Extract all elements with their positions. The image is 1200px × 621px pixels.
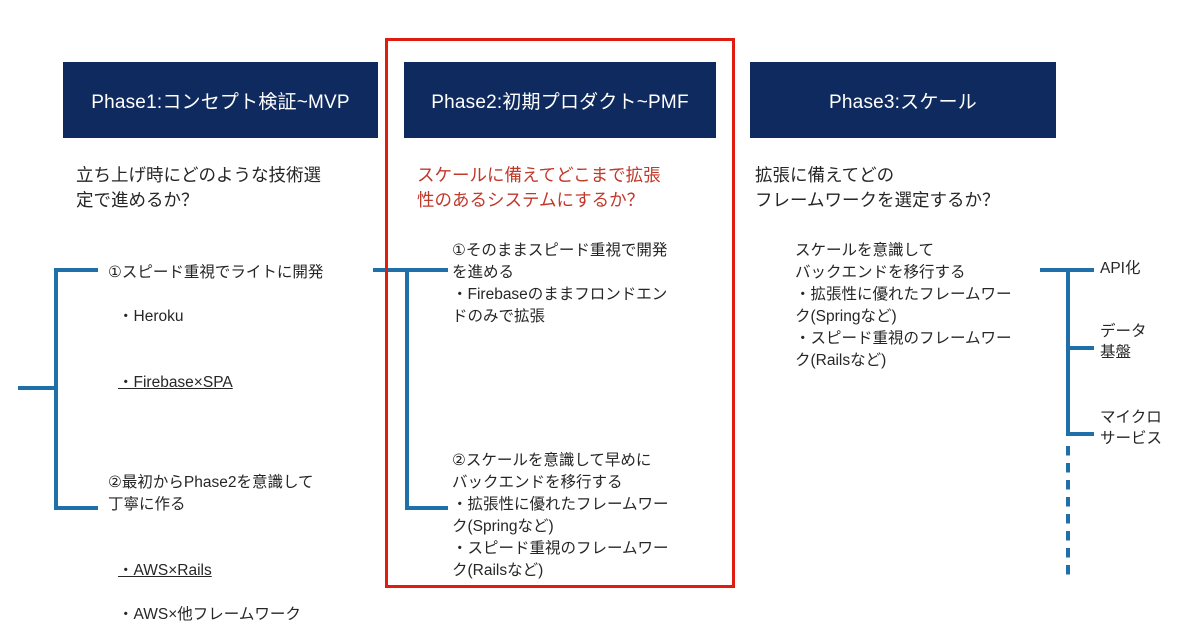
connector-mid-spine [405,268,409,510]
connector-mid-stem [373,268,407,272]
phase1-option-1-bullet-2: ・Firebase×SPA [108,350,393,394]
phase3-header-label: Phase3:スケール [829,91,977,113]
phase1-option-2-bullet-1: ・AWS×Rails [108,538,393,582]
tag-data: データ 基盤 [1100,323,1147,361]
phase1-option-1-bullet-1: ・Heroku [118,308,184,325]
phase2-header: Phase2:初期プロダクト~PMF [404,62,716,138]
phase3-header: Phase3:スケール [750,62,1056,138]
connector-left-top [54,268,98,272]
connector-right-dashed [1066,446,1070,582]
phase1-option-2-bullet-2: ・AWS×他フレームワーク [118,606,301,621]
phase1-option-2-head: ②最初からPhase2を意識して 丁寧に作る [108,474,314,513]
phase1-option-2-bullet-1-text: ・AWS×Rails [118,562,212,579]
connector-mid-top [405,268,448,272]
phase3-option-1: スケールを意識して バックエンドを移行する ・拡張性に優れたフレームワー ク(S… [795,242,1012,369]
phase1-option-1: ①スピード重視でライトに開発 ・Heroku ・Firebase×SPA [108,240,393,416]
tag-api: API化 [1100,260,1141,277]
connector-right-spine [1066,268,1070,436]
phase1-header-label: Phase1:コンセプト検証~MVP [91,91,350,113]
phase1-header: Phase1:コンセプト検証~MVP [63,62,378,138]
phase2-option-2: ②スケールを意識して早めに バックエンドを移行する ・拡張性に優れたフレームワー… [452,452,669,579]
phase1-question: 立ち上げ時にどのような技術選 定で進めるか？ [76,165,321,211]
phase1-option-2: ②最初からPhase2を意識して 丁寧に作る ・AWS×Rails ・AWS×他… [108,450,393,621]
phase1-option-1-bullet-2-text: ・Firebase×SPA [118,374,233,391]
connector-left-bottom [54,506,98,510]
tag-micro: マイクロ サービス [1100,409,1163,447]
connector-mid-bottom [405,506,448,510]
connector-right-branch-2 [1066,346,1094,350]
phase3-question: 拡張に備えてどの フレームワークを選定するか？ [755,165,1000,211]
phase2-header-label: Phase2:初期プロダクト~PMF [431,91,689,113]
connector-right-branch-3 [1066,432,1094,436]
phase1-option-1-head: ①スピード重視でライトに開発 [108,264,324,281]
phase2-option-1: ①そのままスピード重視で開発 を進める ・Firebaseのままフロンドエン ド… [452,242,668,325]
connector-left-stem [18,386,58,390]
phase2-question: スケールに備えてどこまで拡張 性のあるシステムにするか？ [417,165,661,211]
connector-right-branch-1 [1040,268,1094,272]
